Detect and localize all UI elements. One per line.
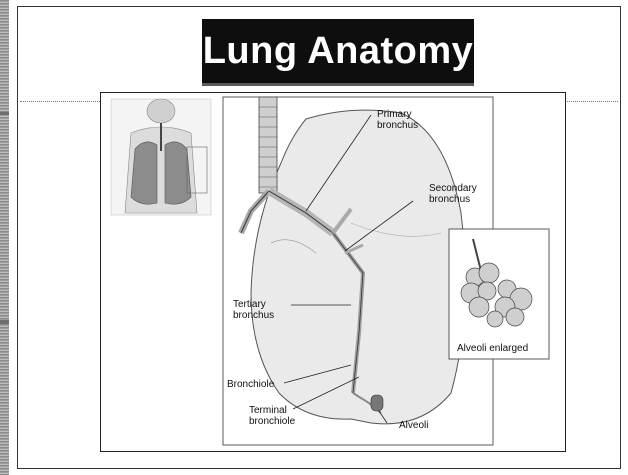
title-banner: Lung Anatomy [202, 19, 474, 86]
torso-inset-image [111, 99, 211, 215]
left-edge-mark [0, 320, 9, 324]
alveoli-cluster-small [371, 395, 383, 411]
label-terminal-bronchiole: Terminal bronchiole [249, 405, 295, 427]
label-bronchiole: Bronchiole [227, 379, 274, 390]
trachea [259, 97, 277, 193]
lung-diagram-panel: Primary bronchus Secondary bronchus Tert… [100, 92, 566, 452]
label-primary-bronchus: Primary bronchus [377, 109, 418, 131]
label-alveoli: Alveoli [399, 420, 428, 431]
left-edge-strip [0, 0, 9, 475]
label-tertiary-bronchus: Tertiary bronchus [233, 299, 274, 321]
left-edge-mark [0, 112, 9, 115]
label-alveoli-enlarged: Alveoli enlarged [457, 343, 528, 354]
lung-diagram-illustration [101, 93, 567, 453]
slide-title: Lung Anatomy [203, 30, 474, 73]
alveoli-enlarged-inset [449, 229, 549, 359]
label-secondary-bronchus: Secondary bronchus [429, 183, 477, 205]
